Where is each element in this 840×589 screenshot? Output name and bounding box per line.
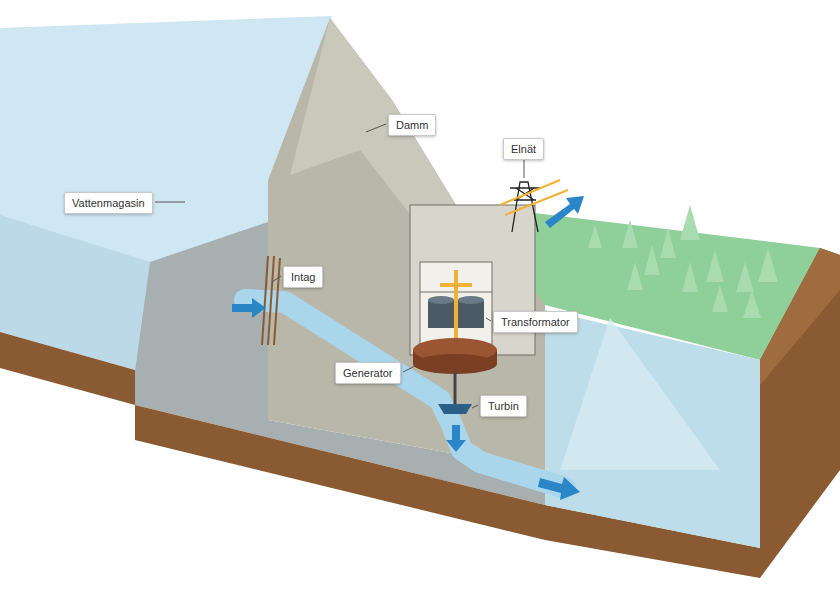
leader-line xyxy=(472,405,478,408)
tree xyxy=(680,205,700,240)
leader-line xyxy=(486,318,491,321)
transformer-top xyxy=(428,296,454,304)
leader-line xyxy=(155,202,185,203)
transformer-tank xyxy=(458,300,484,328)
leader-line xyxy=(272,276,281,282)
tree xyxy=(682,262,698,292)
intake-grate xyxy=(262,256,280,345)
transformer-wiring xyxy=(440,270,472,340)
tree xyxy=(758,248,778,282)
leader-line xyxy=(524,160,525,178)
grate-bar xyxy=(262,256,268,345)
callout-label: Intag xyxy=(291,270,315,284)
callout-box: Intag xyxy=(283,266,323,288)
power-arrow xyxy=(545,196,584,228)
trees xyxy=(588,205,778,318)
transformer-top xyxy=(458,296,484,304)
grate-bar xyxy=(274,258,280,345)
tree xyxy=(644,245,660,275)
tree xyxy=(743,290,761,318)
callout-label: Turbin xyxy=(488,399,519,413)
callout-box: Turbin xyxy=(480,395,527,417)
flow-arrow xyxy=(232,298,266,318)
river-water xyxy=(545,310,760,548)
earth-side xyxy=(760,248,840,578)
flow-arrow xyxy=(446,425,466,452)
tree xyxy=(712,285,728,312)
tree xyxy=(627,262,643,290)
tree xyxy=(622,220,638,248)
tree xyxy=(736,262,754,292)
transformer-tank xyxy=(428,300,454,328)
tree xyxy=(660,228,676,258)
callout-label: Transformator xyxy=(501,315,570,329)
leader-lines xyxy=(155,124,524,408)
dam-body xyxy=(268,18,545,470)
callout-box: Vattenmagasin xyxy=(64,192,153,214)
tree xyxy=(588,225,602,248)
turbine xyxy=(438,404,472,414)
grate-bar xyxy=(268,256,274,345)
power-line xyxy=(500,180,568,215)
powerhouse-room xyxy=(420,262,492,350)
ground-layer xyxy=(0,332,135,405)
callout-label: Damm xyxy=(396,118,428,132)
callout-box: Damm xyxy=(388,114,436,136)
callout-box: Transformator xyxy=(493,311,578,333)
callout-label: Generator xyxy=(343,366,393,380)
leader-line xyxy=(403,366,415,372)
tree xyxy=(706,250,724,282)
generator-base xyxy=(413,354,497,374)
callout-box: Generator xyxy=(335,362,401,384)
callout-box: Elnät xyxy=(503,138,544,160)
callout-label: Elnät xyxy=(511,142,536,156)
leader-line xyxy=(366,124,386,132)
flow-arrow xyxy=(538,477,580,500)
callout-label: Vattenmagasin xyxy=(72,196,145,210)
outflow-fan xyxy=(560,318,720,470)
